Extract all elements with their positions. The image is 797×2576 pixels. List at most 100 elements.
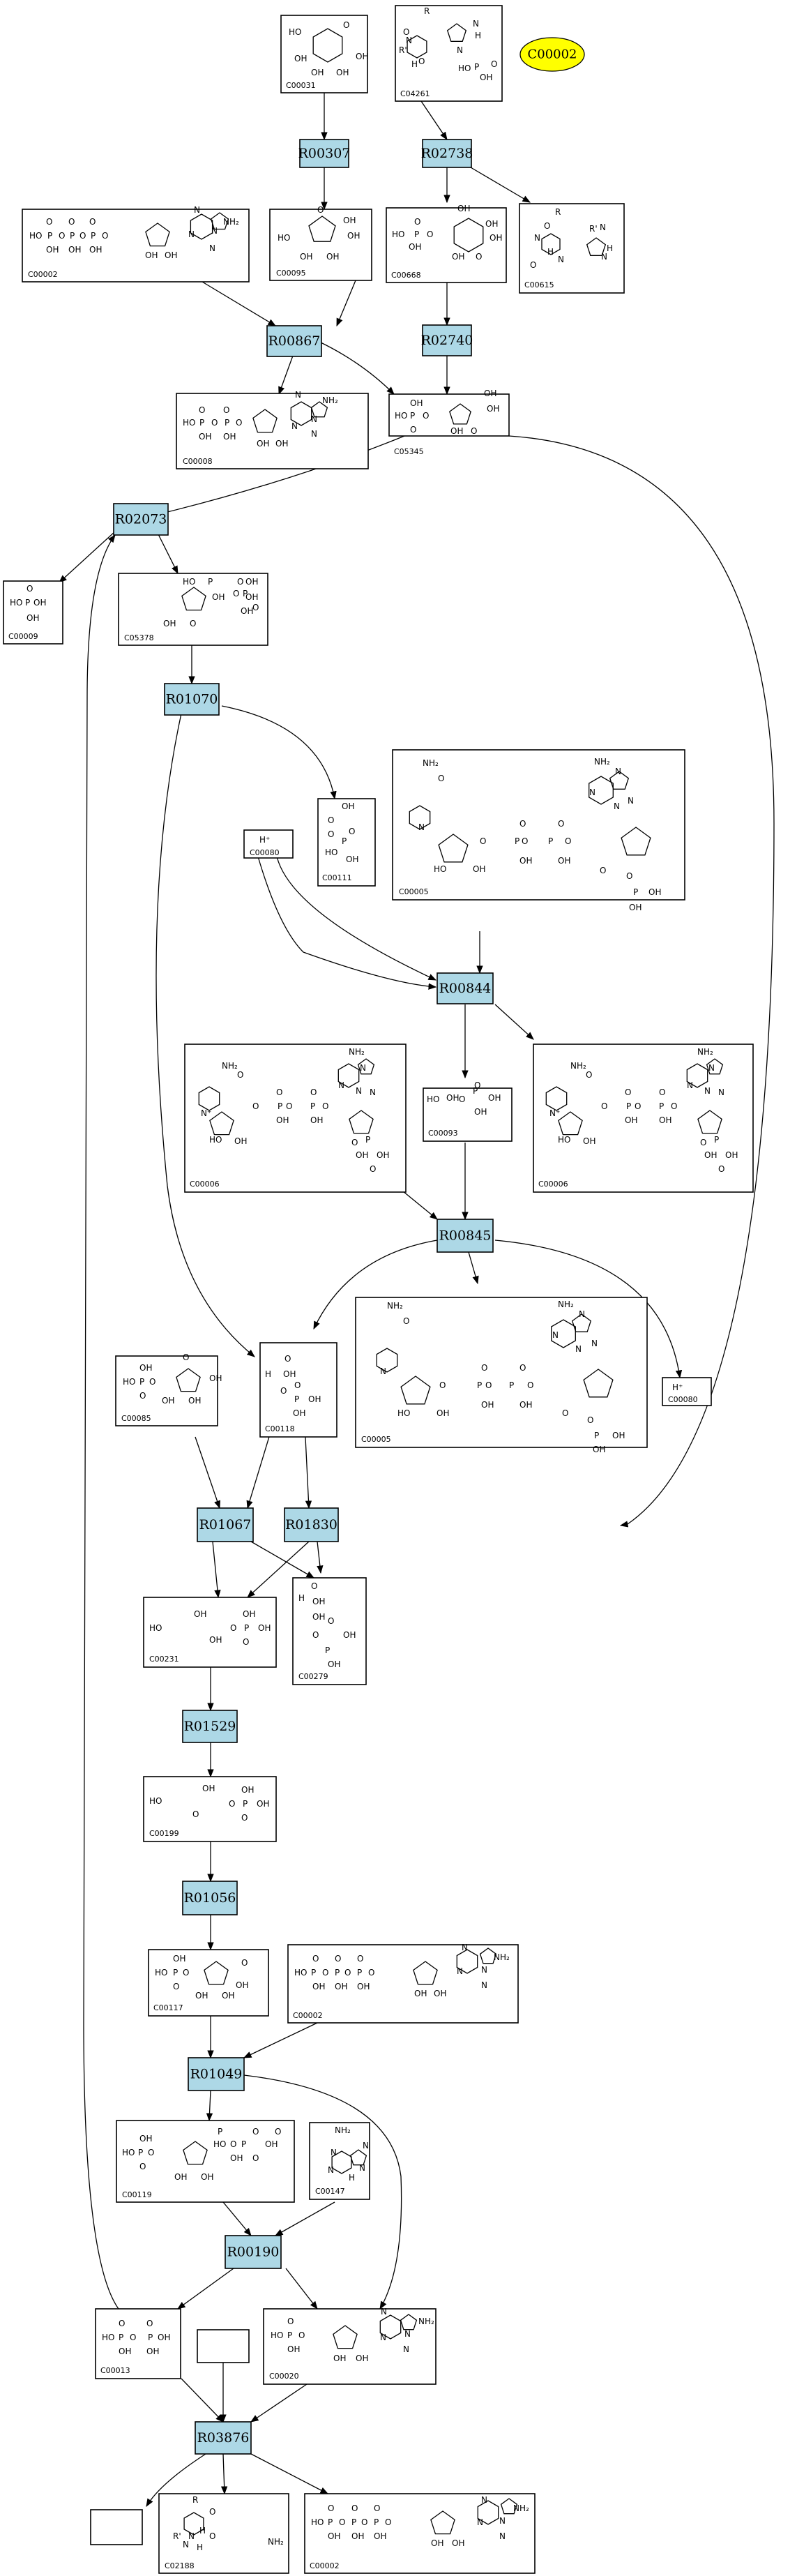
atom-label: N — [338, 1080, 344, 1090]
atom-label: R' — [399, 45, 407, 55]
reaction-node[interactable]: R00307 — [298, 139, 351, 168]
atom-label: NH₂ — [387, 1301, 403, 1311]
atom-label: OH — [275, 439, 288, 449]
atom-label: O — [370, 1164, 376, 1174]
reaction-label: R00844 — [439, 981, 492, 996]
reaction-node[interactable]: R02073 — [113, 503, 169, 536]
atom-label: P — [287, 2330, 292, 2340]
atom-label: HO — [183, 418, 195, 428]
atom-label: N — [291, 421, 298, 431]
reaction-node[interactable]: R01070 — [164, 683, 220, 716]
atom-label: O — [287, 2317, 294, 2326]
atom-label: O — [275, 2127, 281, 2137]
empty-compound-box[interactable] — [90, 2509, 143, 2545]
reaction-node[interactable]: R00844 — [437, 972, 494, 1004]
reaction-node[interactable]: R01049 — [188, 2057, 245, 2091]
atom-label: O — [635, 1101, 641, 1111]
atom-label: P — [365, 1135, 370, 1145]
reaction-node[interactable]: R00867 — [266, 325, 322, 357]
atom-label: O — [344, 1968, 351, 1978]
atom-label: OH — [485, 219, 498, 229]
compound-id: C00111 — [322, 873, 352, 882]
edge — [470, 167, 531, 203]
atom-label: OH — [351, 2531, 364, 2541]
compound-node[interactable]: H⁺C00080 — [662, 1377, 712, 1406]
atom-label: OH — [519, 856, 532, 866]
atom-label: O — [173, 1982, 179, 1991]
atom-label: O — [230, 1623, 236, 1633]
reaction-node[interactable]: R02738 — [421, 139, 473, 168]
atom-label: P — [311, 1968, 316, 1978]
reaction-node[interactable]: R03876 — [195, 2421, 252, 2455]
reaction-node[interactable]: R00190 — [225, 2235, 282, 2269]
atom-label: N — [704, 1086, 711, 1096]
atom-label: NH₂ — [570, 1061, 586, 1071]
atom-label: O — [519, 819, 526, 829]
atom-label: R' — [589, 224, 598, 234]
atom-label: O — [544, 221, 550, 231]
reaction-node[interactable]: R01529 — [182, 1710, 238, 1743]
atom-label: OH — [287, 2344, 300, 2354]
reaction-node[interactable]: R02740 — [421, 324, 473, 356]
atom-label: O — [243, 1637, 249, 1647]
atom-label: H⁺ — [672, 1383, 683, 1392]
atom-label: HO — [395, 411, 407, 421]
atom-label: OH — [347, 231, 360, 241]
reaction-node[interactable]: R01056 — [182, 1881, 238, 1915]
compound-ellipse[interactable]: C00002 — [519, 37, 585, 72]
atom-label: N⁺ — [201, 1108, 211, 1118]
atom-label: N — [295, 390, 301, 400]
atom-label: O — [351, 2503, 358, 2513]
reaction-node[interactable]: R00845 — [437, 1219, 494, 1253]
empty-compound-box[interactable] — [197, 2329, 250, 2363]
atom-label: P — [714, 1135, 719, 1145]
atom-label: P — [633, 887, 638, 897]
compound-node[interactable]: H⁺C00080 — [243, 829, 294, 859]
atom-label: OH — [223, 432, 236, 442]
atom-label: NH₂ — [223, 217, 239, 227]
atom-label: O — [343, 20, 349, 30]
edge — [317, 1541, 324, 1574]
atom-label: OH — [145, 250, 158, 260]
reaction-node[interactable]: R01067 — [197, 1507, 254, 1542]
atom-label: O — [423, 411, 429, 421]
atom-label: OH — [201, 2172, 213, 2182]
reaction-node[interactable]: R01830 — [284, 1507, 339, 1542]
atom-label: OH — [452, 252, 464, 262]
atom-label: OH — [265, 2139, 278, 2149]
atom-label: P — [310, 1101, 315, 1111]
